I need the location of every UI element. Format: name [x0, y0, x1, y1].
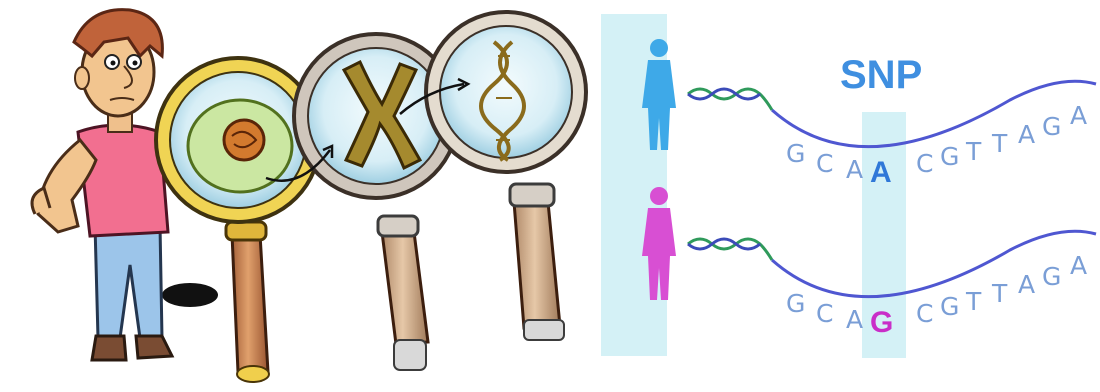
- sequence-letter: G: [940, 292, 959, 321]
- magnifier-tip: [524, 320, 564, 340]
- man-shoe-right: [136, 336, 172, 358]
- sequence-letter: A: [1070, 101, 1087, 130]
- sequence-letter: C: [816, 299, 833, 328]
- sequence-letter: G: [786, 139, 805, 168]
- sequence-letter: C: [816, 149, 833, 178]
- sequence-letter: C: [916, 149, 933, 178]
- man-shoe-left: [92, 336, 126, 360]
- sequence-letter: G: [940, 142, 959, 171]
- magnifier-handle: [232, 234, 268, 372]
- snp-title: SNP: [840, 53, 922, 97]
- man-shadow: [162, 283, 218, 307]
- sequence-letter: G: [1042, 262, 1061, 291]
- nucleus-icon: [224, 120, 264, 160]
- sequence-letter: G: [786, 289, 805, 318]
- man-legs: [95, 225, 162, 338]
- snp-letter: A: [870, 156, 892, 189]
- magnifier-collar: [378, 216, 418, 236]
- magnifier-tip: [394, 340, 426, 370]
- person-icon: [650, 39, 668, 57]
- magnifier-tip: [237, 366, 269, 382]
- magnifier-handle: [514, 202, 560, 328]
- magnifier-collar: [226, 222, 266, 240]
- man-ear: [75, 67, 89, 89]
- sequence-letter: C: [916, 299, 933, 328]
- magnifier-handle: [382, 232, 428, 344]
- sequence-letter: A: [1018, 270, 1035, 299]
- sequence-letter: A: [1018, 120, 1035, 149]
- sequence-letter: A: [846, 155, 863, 184]
- sequence-letter: A: [846, 305, 863, 334]
- sequence-letter: T: [965, 137, 982, 166]
- sequence-letter: G: [1042, 112, 1061, 141]
- person-icon: [650, 187, 668, 205]
- snp-letter: G: [870, 306, 893, 339]
- sequence-letter: T: [965, 287, 982, 316]
- sequence-letter: T: [991, 129, 1008, 158]
- magnifier-dna: [426, 12, 586, 340]
- sequence-letter: A: [1070, 251, 1087, 280]
- sequence-letter: T: [991, 279, 1008, 308]
- magnifier-collar: [510, 184, 554, 206]
